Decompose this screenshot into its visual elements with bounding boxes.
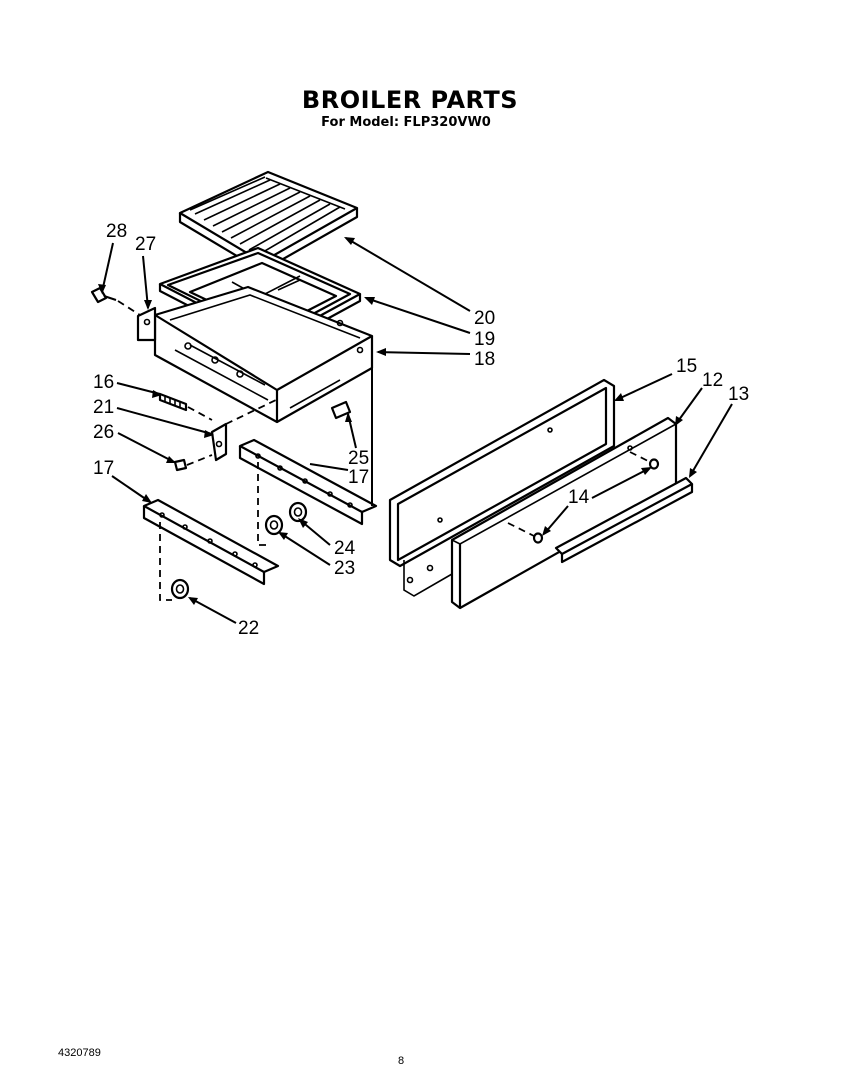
callout-21: 21 — [93, 397, 114, 418]
callout-27: 27 — [135, 234, 156, 255]
callout-12: 12 — [702, 370, 723, 391]
document-number: 4320789 — [58, 1047, 101, 1059]
handle-screws-part — [507, 451, 660, 544]
callout-16: 16 — [93, 372, 114, 393]
page-number: 8 — [398, 1055, 405, 1067]
slide-rail-left-part — [142, 498, 280, 601]
callout-17-left: 17 — [93, 458, 114, 479]
drawer-handle-part — [554, 476, 694, 564]
roller-24-part — [288, 501, 308, 523]
callout-15: 15 — [676, 356, 697, 377]
roller-23-part — [264, 514, 284, 536]
bracket-part — [136, 306, 157, 342]
leader-lines — [98, 237, 733, 624]
slide-rail-right-part — [238, 336, 378, 546]
roller-22-part — [170, 578, 190, 600]
callout-24: 24 — [334, 538, 356, 559]
callout-13: 13 — [728, 384, 749, 405]
spring-part — [158, 392, 213, 421]
callout-14: 14 — [568, 487, 590, 508]
callout-20: 20 — [474, 308, 495, 329]
callout-18: 18 — [474, 349, 495, 370]
callout-25: 25 — [348, 448, 369, 469]
callout-19: 19 — [474, 329, 495, 350]
door-liner-part — [388, 378, 616, 597]
clip-part — [330, 400, 352, 420]
broiler-drawer-part — [153, 285, 374, 424]
latch-bracket-part — [210, 399, 277, 462]
callout-22: 22 — [238, 618, 259, 639]
broiler-grid-part — [178, 170, 359, 273]
callout-26: 26 — [93, 422, 114, 443]
small-screw-part — [173, 454, 213, 472]
model-subtitle: For Model: FLP320VW0 — [321, 115, 491, 130]
screw-part — [90, 286, 141, 316]
callout-28: 28 — [106, 221, 127, 242]
callout-17-right: 17 — [348, 467, 369, 488]
callout-23: 23 — [334, 558, 355, 579]
page-title: BROILER PARTS — [301, 86, 519, 114]
